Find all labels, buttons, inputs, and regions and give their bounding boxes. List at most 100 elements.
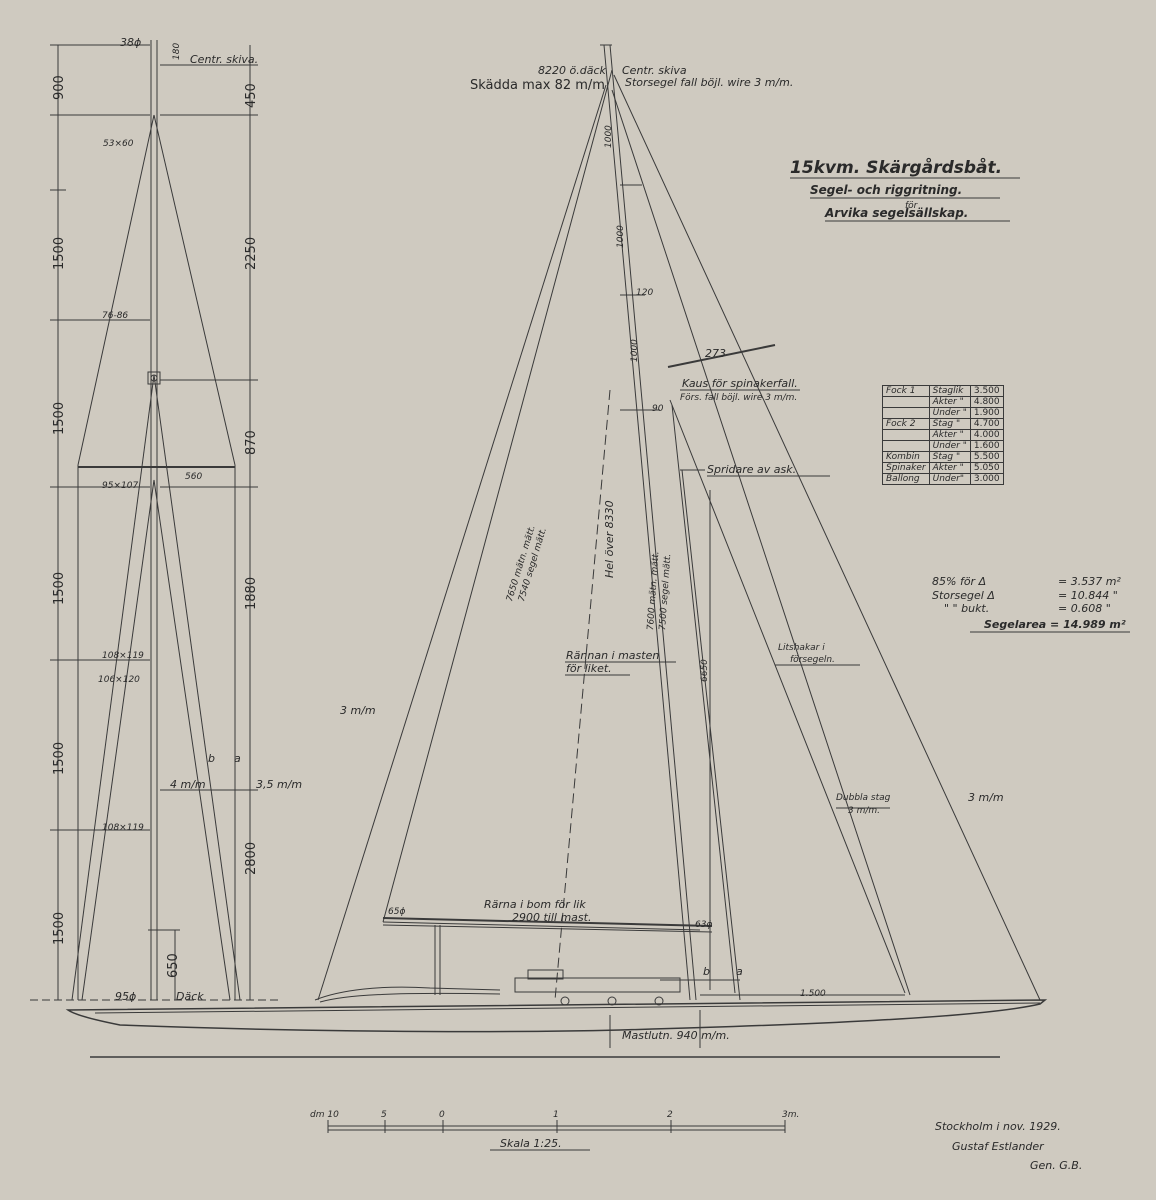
side-dubbla-wire: 3 m/m. bbox=[848, 806, 881, 816]
front-right-height: 2250 bbox=[244, 236, 259, 270]
sail-name-cell bbox=[882, 429, 930, 441]
front-left-dimensions bbox=[30, 44, 280, 1001]
signature-designer: Gustaf Estlander bbox=[952, 1140, 1044, 1153]
side-hel-over: Hel över 8330 bbox=[603, 500, 616, 578]
front-right-height: 450 bbox=[244, 83, 259, 108]
front-section: 76-86 bbox=[102, 311, 129, 321]
side-forestay-wire: 3 m/m bbox=[968, 791, 1004, 804]
side-dim-1500: 1.500 bbox=[800, 989, 826, 999]
area-roach-label: " " bukt. bbox=[944, 602, 990, 615]
sail-name-cell: Spinaker bbox=[882, 462, 930, 474]
side-fors-fall: Förs. fall böjl. wire 3 m/m. bbox=[680, 393, 798, 403]
area-jib-value: = 3.537 m² bbox=[1058, 575, 1121, 588]
front-section: 53×60 bbox=[103, 139, 134, 149]
hull bbox=[65, 969, 1048, 1058]
scale-tick: 2 bbox=[667, 1110, 673, 1120]
sail-length-cell: 3.500 bbox=[969, 385, 1004, 397]
front-deck: Däck bbox=[176, 990, 204, 1003]
side-dubbla-stag: Dubbla stag bbox=[836, 793, 891, 803]
sail-name-cell: Ballong bbox=[882, 473, 930, 485]
side-view-rig bbox=[317, 44, 1041, 1001]
sail-table-row: Akter "4.000 bbox=[882, 429, 1004, 441]
side-mark-a: a bbox=[736, 965, 743, 978]
sail-length-cell: 1.900 bbox=[969, 407, 1004, 419]
area-jib-label: 85% för Δ bbox=[932, 575, 987, 588]
scale-tick: 0 bbox=[439, 1110, 445, 1120]
side-backstay-wire: 3 m/m bbox=[340, 704, 376, 717]
signature-place-date: Stockholm i nov. 1929. bbox=[935, 1120, 1061, 1133]
front-top-small: 180 bbox=[172, 42, 182, 60]
front-section: 108×119 bbox=[102, 823, 144, 833]
scale-label: Skala 1:25. bbox=[500, 1137, 562, 1150]
front-mark-a: a bbox=[234, 752, 241, 765]
drawing-subtitle: Segel- och riggritning. bbox=[810, 183, 963, 197]
sail-edge-cell: Under " bbox=[928, 440, 971, 452]
area-total: Segelarea = 14.989 m² bbox=[984, 618, 1126, 631]
side-storsegel-fall: Storsegel fall böjl. wire 3 m/m. bbox=[625, 76, 794, 89]
sail-length-cell: 5.500 bbox=[969, 451, 1004, 463]
sail-length-cell: 1.600 bbox=[969, 440, 1004, 452]
side-kaus: Kaus för spinakerfall. bbox=[682, 377, 798, 390]
sail-name-cell bbox=[882, 440, 930, 452]
side-spreader-len: 273 bbox=[705, 347, 726, 360]
sail-length-cell: 4.800 bbox=[969, 396, 1004, 408]
front-view-rig bbox=[71, 40, 241, 1001]
sail-edge-cell: Stag " bbox=[928, 418, 971, 430]
scale-tick: 3m. bbox=[782, 1110, 800, 1120]
side-top-centr: Centr. skiva bbox=[622, 64, 687, 77]
front-wire-left: 4 m/m bbox=[170, 778, 206, 791]
side-boom-dist: 2900 till mast. bbox=[512, 911, 592, 924]
front-right-dimensions bbox=[160, 45, 258, 1000]
sail-name-cell: Fock 1 bbox=[882, 385, 930, 397]
area-roach-value: = 0.608 " bbox=[1058, 602, 1111, 615]
area-main-label: Storsegel Δ bbox=[932, 589, 995, 602]
front-left-height: 1500 bbox=[52, 571, 67, 605]
drawing-client: Arvika segelsällskap. bbox=[825, 206, 969, 220]
side-litshakar: Litshakar i bbox=[778, 643, 825, 653]
sail-edge-cell: Akter " bbox=[928, 396, 971, 408]
area-main-value: = 10.844 " bbox=[1058, 589, 1118, 602]
side-mastlutn: Mastlutn. 940 m/m. bbox=[622, 1029, 730, 1042]
side-mast-dim: 1000 bbox=[616, 225, 626, 248]
sail-edge-cell: Under" bbox=[928, 473, 971, 485]
sail-length-cell: 5.050 bbox=[969, 462, 1004, 474]
front-section: 108×119 bbox=[102, 651, 144, 661]
drawing-title: 15kvm. Skärgårdsbåt. bbox=[790, 158, 1003, 178]
sail-edge-cell: Akter " bbox=[928, 462, 971, 474]
sail-length-cell: 4.700 bbox=[969, 418, 1004, 430]
scale-bar bbox=[327, 1120, 786, 1151]
sail-name-cell: Fock 2 bbox=[882, 418, 930, 430]
front-left-height: 1500 bbox=[52, 741, 67, 775]
sail-name-cell: Kombin bbox=[882, 451, 930, 463]
sail-length-cell: 3.000 bbox=[969, 473, 1004, 485]
side-mast-dim: 1000 bbox=[630, 339, 640, 362]
front-wire-right: 3,5 m/m bbox=[256, 778, 303, 791]
scale-tick: 1 bbox=[553, 1110, 559, 1120]
side-top-height: 8220 ö.däck bbox=[538, 64, 606, 77]
side-ranna-lik: för liket. bbox=[566, 662, 612, 675]
side-mast-dim: 1000 bbox=[604, 125, 614, 148]
signature-gen: Gen. G.B. bbox=[1030, 1159, 1083, 1172]
front-left-height: 1500 bbox=[52, 911, 67, 945]
side-boom-note: Rärna i bom för lik bbox=[484, 898, 586, 911]
front-right-height: 1880 bbox=[244, 576, 259, 610]
side-dim-6650: 6650 bbox=[700, 659, 710, 682]
front-centr-skiva: Centr. skiva. bbox=[190, 53, 259, 66]
side-litshakar-fors: försegeln. bbox=[790, 655, 835, 665]
title-underlines bbox=[565, 177, 1130, 809]
front-left-height: 900 bbox=[52, 75, 67, 100]
sail-edge-cell: Akter " bbox=[928, 429, 971, 441]
front-section: 95×107 bbox=[102, 481, 139, 491]
front-right-height: 650 bbox=[166, 953, 181, 978]
front-top-dia: 38ϕ bbox=[120, 36, 142, 49]
side-skadda: Skädda max 82 m/m bbox=[470, 78, 605, 93]
sail-edge-cell: Stag " bbox=[928, 451, 971, 463]
front-base-dia: 95ϕ bbox=[115, 990, 137, 1003]
front-section: 106×120 bbox=[98, 675, 140, 685]
side-mast-dia: 63ϕ bbox=[695, 920, 713, 930]
